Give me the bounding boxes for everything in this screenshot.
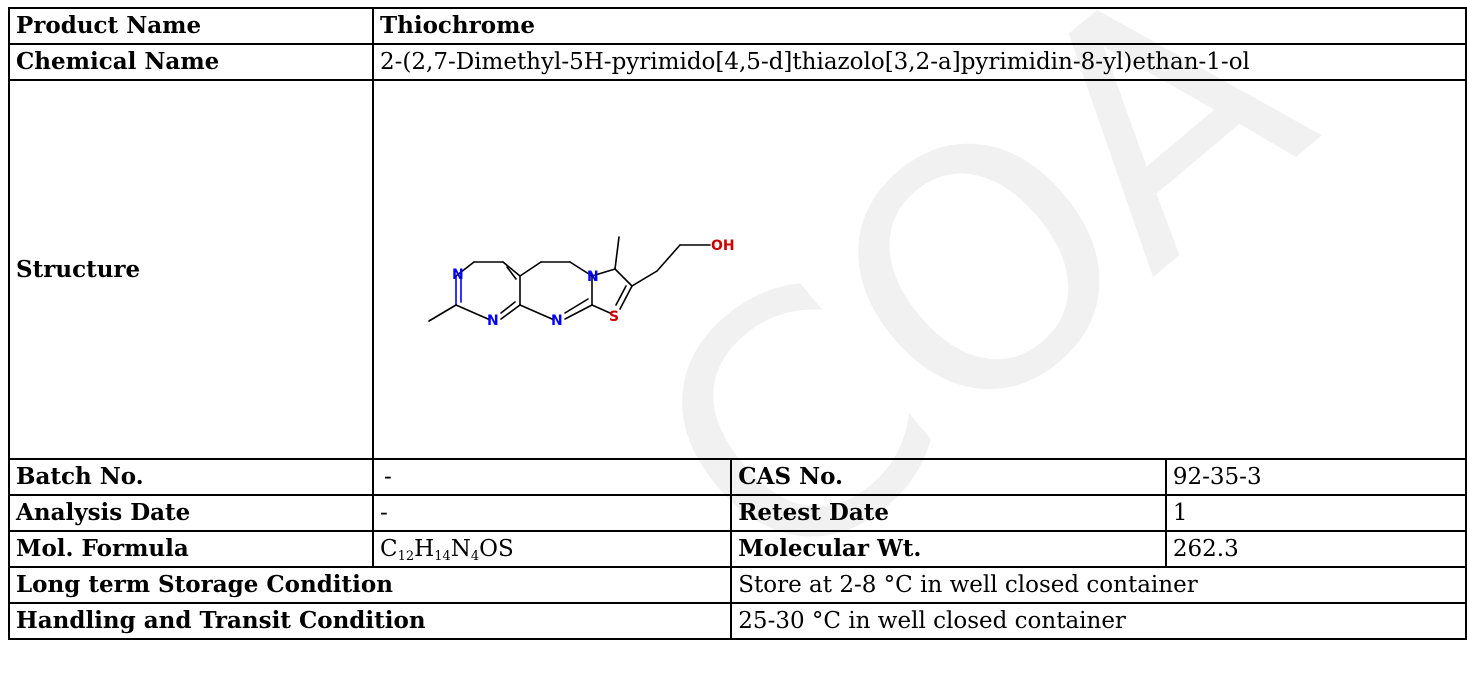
row-batch-cas: Batch No. - CAS No. 92-35-3 [8,458,1467,496]
analysis-date-label: Analysis Date [8,494,374,532]
batch-label: Batch No. [8,458,374,496]
product-label: Product Name [8,7,374,45]
formula-n-sub: 4 [470,549,480,564]
batch-value: - [371,458,733,496]
cas-label: CAS No. [730,458,1167,496]
atom-oh: OH [711,238,735,254]
row-product: Product Name Thiochrome [8,7,1467,45]
row-storage: Long term Storage Condition Store at 2-8… [7,566,1467,604]
product-value: Thiochrome [372,7,1467,45]
chemical-label: Chemical Name [8,43,374,81]
mol-weight-label: Molecular Wt. [730,530,1167,568]
retest-date-label: Retest Date [730,494,1167,532]
handling-value: 25-30 °C in well closed container [730,602,1467,640]
formula-h-sub: 14 [434,549,451,564]
coa-table: Product Name Thiochrome Chemical Name 2-… [7,7,1467,640]
atom-s: S [609,309,619,325]
atom-n4: N [587,269,599,285]
mol-formula-label: Mol. Formula [8,530,374,568]
row-handling: Handling and Transit Condition 25-30 °C … [7,602,1467,640]
row-structure: Structure [8,79,1467,460]
analysis-date-value: - [371,494,733,532]
chemical-value: 2-(2,7-Dimethyl-5H-pyrimido[4,5-d]thiazo… [372,43,1467,81]
retest-date-value: 1 [1164,494,1467,532]
structure-diagram: N N N N S OH [428,236,735,329]
atom-n1: N [452,267,464,283]
mol-weight-value: 262.3 [1164,530,1467,568]
storage-value: Store at 2-8 °C in well closed container [730,566,1467,604]
structure-label: Structure [8,79,374,460]
cas-value: 92-35-3 [1164,458,1467,496]
row-formula-weight: Mol. Formula C12H14N4OS Molecular Wt. 26… [8,530,1467,568]
storage-label: Long term Storage Condition [7,566,733,604]
structure-cell: N N N N S OH [372,79,1467,460]
atom-n2: N [487,313,499,329]
handling-label: Handling and Transit Condition [7,602,733,640]
formula-c-sub: 12 [397,549,415,564]
formula-n: N [450,536,471,562]
atom-n3: N [551,313,563,329]
formula-c: C [380,536,398,562]
row-chemical: Chemical Name 2-(2,7-Dimethyl-5H-pyrimid… [8,43,1467,81]
row-dates: Analysis Date - Retest Date 1 [8,494,1467,532]
formula-h: H [414,536,435,562]
formula-os: OS [479,536,514,562]
mol-formula-value: C12H14N4OS [371,530,733,568]
